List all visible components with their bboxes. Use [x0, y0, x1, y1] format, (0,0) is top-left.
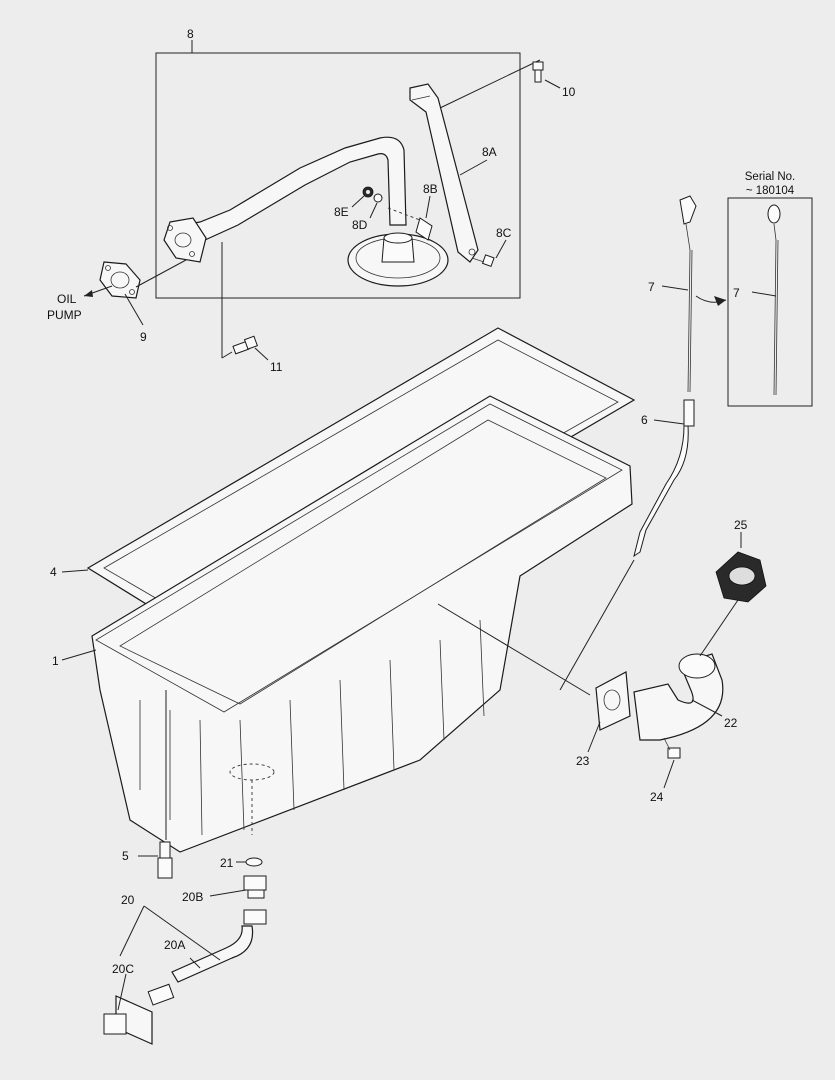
label-8A: 8A — [482, 145, 497, 159]
washer-8D — [373, 193, 383, 203]
bolt-11 — [232, 335, 258, 355]
label-20A: 20A — [164, 938, 186, 952]
strainer-inset-box — [155, 52, 521, 299]
suction-pipe — [175, 136, 407, 251]
label-5: 5 — [122, 849, 129, 863]
gasket-9 — [99, 261, 141, 299]
drain-hose-20 — [103, 875, 267, 1045]
label-oil: OIL — [57, 292, 77, 306]
label-6: 6 — [641, 413, 648, 427]
label-4: 4 — [50, 565, 57, 579]
nut-8E — [362, 186, 374, 198]
label-9: 9 — [140, 330, 147, 344]
bolt-10 — [532, 61, 544, 83]
serial-title: Serial No. — [744, 171, 796, 183]
dipstick-7-late — [767, 204, 781, 396]
label-8C: 8C — [496, 226, 512, 240]
label-20B: 20B — [182, 890, 204, 904]
clamp-8B — [415, 217, 433, 241]
dipstick-guide-6 — [633, 399, 695, 558]
label-7-early: 7 — [648, 280, 655, 294]
label-24: 24 — [650, 790, 664, 804]
label-8: 8 — [187, 27, 194, 41]
oil-pan-1 — [91, 395, 633, 853]
label-8E: 8E — [334, 205, 349, 219]
label-23: 23 — [576, 754, 590, 768]
label-25: 25 — [734, 518, 748, 532]
serial-value: ~ 180104 — [745, 185, 795, 197]
label-22: 22 — [724, 716, 738, 730]
bracket-8A — [409, 83, 479, 263]
gasket-23 — [595, 671, 631, 731]
label-20: 20 — [121, 893, 135, 907]
label-11: 11 — [270, 360, 283, 374]
bolt-5 — [157, 841, 173, 879]
label-20C: 20C — [112, 962, 135, 976]
o-ring-21 — [245, 857, 263, 867]
label-21: 21 — [220, 856, 234, 870]
filler-cap-25 — [715, 551, 767, 603]
serial-inset-box — [727, 197, 813, 407]
label-pump: PUMP — [47, 308, 82, 322]
dipstick-7-early — [679, 195, 697, 393]
filler-tube-22 — [633, 653, 724, 741]
label-8D: 8D — [352, 218, 368, 232]
label-8B: 8B — [423, 182, 438, 196]
label-1: 1 — [52, 654, 59, 668]
label-10: 10 — [562, 85, 576, 99]
bolt-8C — [471, 254, 495, 268]
label-7-late: 7 — [733, 286, 740, 300]
strainer-assembly-group — [155, 40, 561, 299]
bolt-24 — [663, 737, 681, 759]
